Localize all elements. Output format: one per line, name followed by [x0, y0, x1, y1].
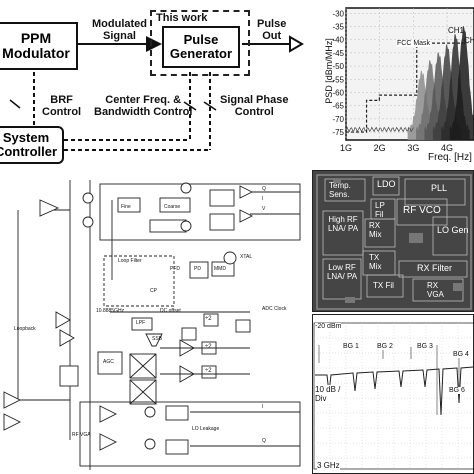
psd-x-tick-label: 3G	[407, 143, 419, 153]
psd-y-tick-label: -35	[332, 22, 344, 31]
psd-x-tick-label: 1G	[340, 143, 352, 153]
rf-vga-label: RF VGA	[72, 432, 91, 438]
block-diagram-wires	[9, 35, 304, 151]
coarse-label: Coarse	[164, 204, 181, 210]
die-block-high-rf: High RF LNA/ PA	[327, 215, 359, 233]
die-block-ldo: LDO	[377, 179, 396, 189]
psd-y-tick-label: -60	[332, 88, 344, 97]
divider-2-label: ÷2	[205, 344, 212, 350]
die-block-low-rf: Low RF LNA/ PA	[326, 263, 358, 281]
fine-label: Fine	[121, 204, 131, 210]
fcc-mask-line	[346, 42, 468, 133]
dc-offset-label: DC offset	[160, 308, 181, 314]
divider-1-label: ÷2	[205, 316, 212, 322]
pfd-label: PFD	[170, 266, 180, 272]
sa-band-bg6: BG 6	[449, 387, 465, 394]
cp-label: CP	[150, 288, 157, 294]
die-block-rf-vco: RF VCO	[403, 205, 441, 216]
xtal-label: XTAL	[240, 254, 253, 260]
die-photo-texture	[313, 171, 473, 311]
divider-3-label: ÷2	[205, 368, 212, 374]
lo-leakage-label: LO Leakage	[192, 426, 220, 432]
lpf-label: LPF	[136, 320, 146, 326]
io-i2-label: I	[262, 404, 264, 410]
psd-y-ticks: -30 -35 -40 -45 -50 -55 -60 -65 -70 -75	[332, 9, 344, 137]
agc-label: AGC	[103, 359, 114, 365]
psd-noise-floor	[345, 126, 414, 133]
psd-y-tick-label: -75	[332, 128, 344, 137]
psd-xlabel: Freq. [Hz]	[428, 152, 472, 163]
ch-label: CH	[464, 36, 474, 45]
die-block-lp-fil: LP Fil	[375, 201, 385, 219]
psd-ylabel: PSD [dBm/MHz]	[324, 38, 334, 104]
die-block-rx-filter: RX Filter	[417, 263, 453, 273]
sa-band-bg1: BG 1	[343, 343, 359, 350]
psd-y-tick-label: -45	[332, 49, 344, 58]
sa-band-bg4: BG 4	[453, 351, 469, 358]
ppm-label: PPM	[20, 30, 52, 46]
sa-start-freq: 3 GHz	[317, 461, 340, 470]
psd-y-tick-label: -70	[332, 115, 344, 124]
psd-channel-hump	[449, 26, 474, 140]
schematic-wiring	[3, 180, 301, 470]
psd-chart: -30 -35 -40 -45 -50 -55 -60 -65 -70 -75 1G 2G 3G 4G	[332, 7, 474, 153]
psd-y-tick-label: -65	[332, 102, 344, 111]
io-q2-label: Q	[262, 438, 266, 444]
io-q-label: Q	[262, 186, 266, 192]
sa-band-bg3: BG 3	[417, 343, 433, 350]
psd-y-tick-label: -30	[332, 9, 344, 18]
die-block-temp-sens: Temp. Sens.	[329, 181, 351, 199]
die-block-tx-fil: TX Fil	[373, 281, 394, 290]
ssb-label: SSB	[152, 336, 163, 342]
psd-series	[345, 26, 474, 141]
sa-ref-level: -20 dBm	[315, 323, 342, 330]
die-block-rx-mix: RX Mix	[369, 221, 382, 239]
die-block-tx-mix: TX Mix	[369, 253, 382, 271]
psd-y-tick-label: -40	[332, 36, 344, 45]
psd-y-tick-label: -55	[332, 75, 344, 84]
ch1-label: CH1	[448, 26, 465, 35]
fcc-mask-label: FCC Mask	[396, 40, 432, 47]
pd-label: PD	[194, 266, 201, 272]
center-freq-label: Center Freq. &Bandwidth Control	[94, 94, 193, 118]
sa-scale: 10 dB / Div	[315, 385, 341, 403]
mmd-label: MMD	[214, 266, 226, 272]
adc-clock-label: ADC Clock	[262, 306, 287, 312]
io-v-label: V	[262, 206, 266, 212]
psd-x-ticks: 1G 2G 3G 4G	[340, 143, 453, 153]
this-work-outline	[150, 10, 250, 76]
die-block-pll: PLL	[431, 183, 448, 193]
psd-x-tick-label: 2G	[374, 143, 386, 153]
loop-filter-label: Loop Filter	[118, 258, 142, 264]
die-block-lo-gen: LO Gen	[437, 225, 469, 235]
psd-x-tick-label: 4G	[441, 143, 453, 153]
loopback-label: Loopback	[14, 326, 36, 332]
this-work-label: This work	[156, 12, 208, 24]
modulator-label: Modulator	[2, 45, 70, 61]
spectrum-analyzer-panel: -20 dBm 10 dB / Div 3 GHz BG 1 BG 2 BG 3…	[312, 314, 474, 474]
io-i-label: I	[262, 196, 264, 202]
psd-y-tick-label: -50	[332, 62, 344, 71]
sa-band-bg2: BG 2	[377, 343, 393, 350]
die-block-rx-vga: RX VGA	[427, 281, 444, 299]
die-photo-panel: Temp. Sens. LDO PLL LP Fil RF VCO LO Gen…	[312, 170, 474, 312]
transceiver-schematic-panel: Fine Coarse Loop Filter LPF XTAL MMD PD …	[0, 170, 310, 474]
bias-label: 10.8885GHz	[96, 308, 125, 314]
